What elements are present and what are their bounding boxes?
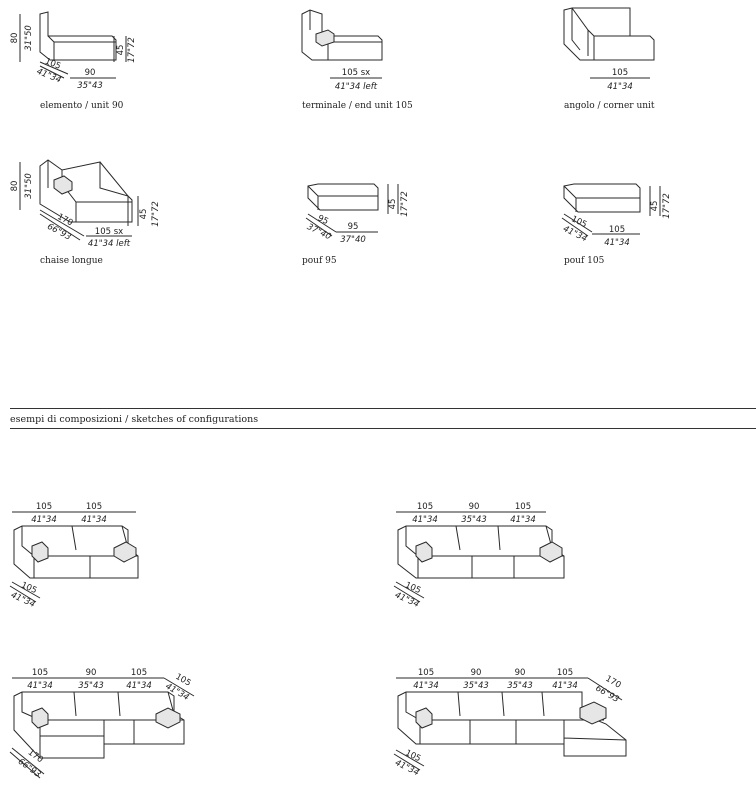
width-label: 95 xyxy=(348,222,359,232)
module-width-label: 105 xyxy=(36,502,52,512)
width-in-label: 35"43 xyxy=(77,81,103,91)
section-title: esempi di composizioni / sketches of con… xyxy=(10,414,259,425)
caption-pouf95: pouf 95 xyxy=(302,256,337,266)
width-label: 105 sx xyxy=(95,227,123,237)
config-2-sketch: 105 41"34 90 35"43 105 41"34 105 41"34 xyxy=(393,502,565,610)
width-label: 105 xyxy=(609,225,625,235)
seat-in-label: 17"72 xyxy=(151,201,161,227)
module-width-label: 105 xyxy=(417,502,433,512)
unit-pouf95-sketch: 45 17"72 95 37"40 95 37"40 xyxy=(305,183,410,245)
section-rule-top xyxy=(10,408,756,409)
seat-in-label: 17"72 xyxy=(662,193,672,219)
module-width-in-label: 35"43 xyxy=(78,681,104,691)
width-label: 105 xyxy=(612,68,628,78)
seat-label: 45 xyxy=(650,201,660,212)
seat-label: 45 xyxy=(139,209,149,220)
module-width-in-label: 41"34 xyxy=(510,515,536,525)
module-width-in-label: 41"34 xyxy=(27,681,53,691)
config-1-sketch: 105 41"34 105 41"34 105 41"34 xyxy=(9,502,139,610)
width-label: 105 sx xyxy=(342,68,370,78)
module-width-label: 105 xyxy=(418,668,434,678)
width-in-label: 41"34 xyxy=(607,82,633,92)
module-width-label: 105 xyxy=(515,502,531,512)
module-width-label: 105 xyxy=(86,502,102,512)
seat-in-label: 17"72 xyxy=(127,37,137,63)
module-width-label: 105 xyxy=(131,668,147,678)
seat-label: 45 xyxy=(388,199,398,210)
module-width-label: 90 xyxy=(469,502,480,512)
height-in-label: 31"50 xyxy=(24,25,34,51)
unit-elemento-sketch: 80 31"50 45 17"72 105 41"34 90 35"43 xyxy=(10,11,137,91)
module-width-in-label: 35"43 xyxy=(463,681,489,691)
module-width-label: 90 xyxy=(471,668,482,678)
width-in-label: 37"40 xyxy=(340,235,366,245)
caption-terminale: terminale / end unit 105 xyxy=(302,101,413,111)
depth-label: 95 xyxy=(316,213,330,227)
config-3-sketch: 105 41"34 90 35"43 105 41"34 105 41"34 1… xyxy=(9,668,195,780)
module-width-in-label: 41"34 xyxy=(412,515,438,525)
seat-in-label: 17"72 xyxy=(400,191,410,217)
module-width-in-label: 41"34 xyxy=(413,681,439,691)
module-width-in-label: 35"43 xyxy=(461,515,487,525)
module-width-label: 90 xyxy=(86,668,97,678)
caption-elemento: elemento / unit 90 xyxy=(40,101,124,111)
module-width-in-label: 41"34 xyxy=(552,681,578,691)
section-rule-bottom xyxy=(10,428,756,429)
height-label: 80 xyxy=(10,181,20,192)
caption-chaise: chaise longue xyxy=(40,256,103,266)
module-width-in-label: 41"34 xyxy=(81,515,107,525)
module-width-in-label: 35"43 xyxy=(507,681,533,691)
width-label: 90 xyxy=(85,68,96,78)
width-in-label: 41"34 xyxy=(604,238,630,248)
seat-label: 45 xyxy=(116,45,126,56)
caption-pouf105: pouf 105 xyxy=(564,256,605,266)
unit-angolo-sketch: 105 41"34 xyxy=(563,7,655,92)
caption-angolo: angolo / corner unit xyxy=(564,101,655,111)
depth-in-label: 37"40 xyxy=(305,222,332,242)
width-in-label: 41"34 left xyxy=(335,82,378,92)
width-in-label: 41"34 left xyxy=(88,239,131,249)
config-4-sketch: 105 41"34 90 35"43 90 35"43 105 41"34 17… xyxy=(393,668,627,778)
module-width-label: 105 xyxy=(32,668,48,678)
module-width-in-label: 41"34 xyxy=(126,681,152,691)
module-width-label: 90 xyxy=(515,668,526,678)
unit-terminale-sketch: 105 sx 41"34 left xyxy=(301,9,383,92)
unit-chaise-sketch: 80 31"50 45 17"72 170 66"93 105 sx 41"34… xyxy=(10,159,161,249)
unit-pouf105-sketch: 45 17"72 105 41"34 105 41"34 xyxy=(561,183,672,248)
height-in-label: 31"50 xyxy=(24,173,34,199)
module-width-in-label: 41"34 xyxy=(31,515,57,525)
module-width-label: 105 xyxy=(557,668,573,678)
height-label: 80 xyxy=(10,33,20,44)
